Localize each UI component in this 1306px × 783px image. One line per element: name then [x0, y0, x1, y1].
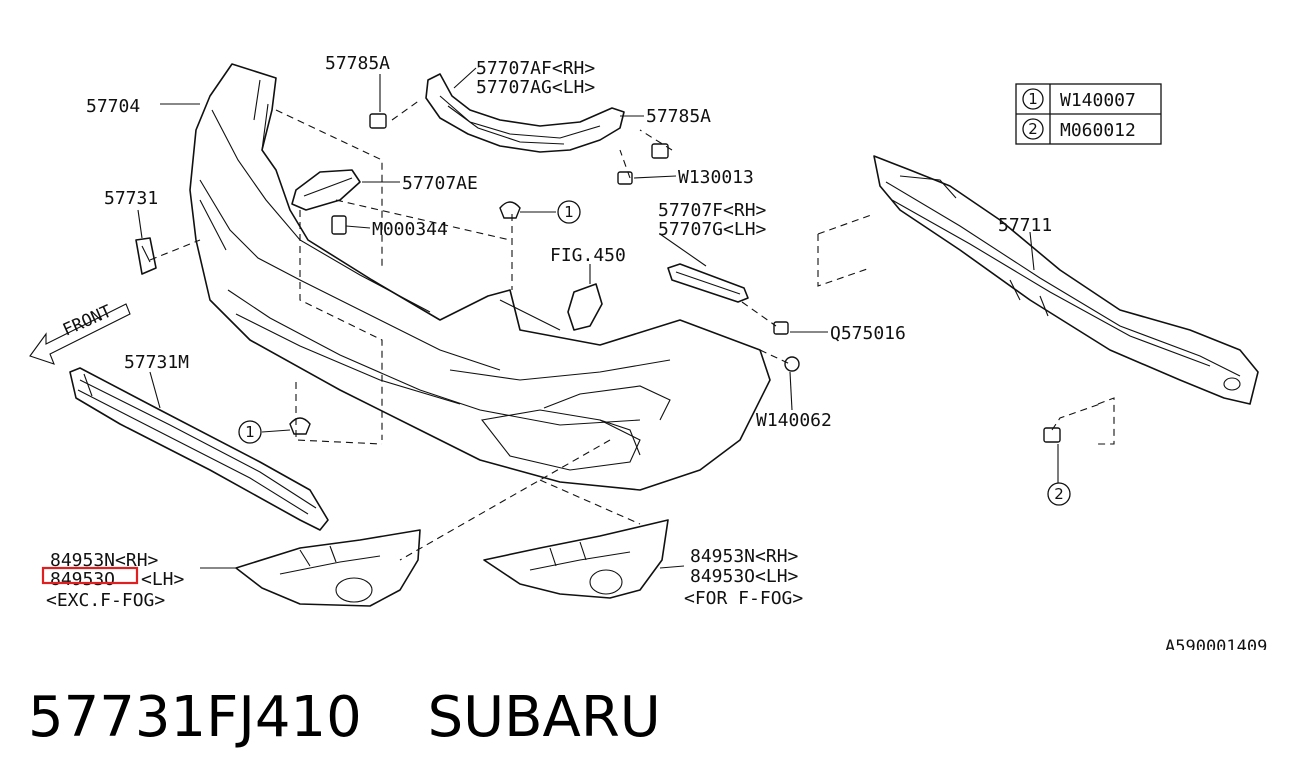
label-57711: 57711: [998, 215, 1052, 236]
label-w130013: W130013: [678, 167, 754, 188]
bracket-57731: [135, 237, 157, 275]
bracket-57707AE: [291, 169, 361, 211]
fog-cover-left: [235, 529, 421, 607]
part-labels: 57704 57785A 57707AF<RH> 57707AG<LH> 577…: [41, 53, 1267, 650]
fasteners: [289, 113, 1061, 443]
svg-text:1: 1: [564, 203, 574, 221]
front-arrow: FRONT: [29, 301, 131, 365]
reference-code: A590001409: [1165, 637, 1267, 650]
legend-code-2: M060012: [1060, 120, 1136, 141]
label-84953o-right: 84953O<LH>: [690, 566, 799, 587]
label-84953o-left-number: 84953O: [50, 569, 115, 590]
label-84953n-left: 84953N<RH>: [50, 550, 159, 571]
reinforcement-beam-57711: [873, 155, 1259, 405]
fastener-legend: 1 W140007 2 M060012: [1015, 83, 1162, 145]
fog-cover-right: [483, 519, 669, 599]
hidden-lines: [149, 99, 1115, 561]
label-57707g: 57707G<LH>: [658, 219, 767, 240]
label-57704: 57704: [86, 96, 140, 117]
callout-1-left: 1: [238, 420, 262, 444]
label-57731m: 57731M: [124, 352, 189, 373]
legend-row-2: 2 M060012: [1022, 118, 1136, 141]
legend-row-1: 1 W140007: [1022, 88, 1136, 111]
label-w140062: W140062: [756, 410, 832, 431]
label-57785a-top: 57785A: [325, 53, 390, 74]
highlight-box: [41, 566, 139, 585]
label-57707f: 57707F<RH>: [658, 200, 767, 221]
svg-text:2: 2: [1028, 120, 1038, 138]
svg-text:1: 1: [1028, 90, 1038, 108]
label-57707ae: 57707AE: [402, 173, 478, 194]
parts-diagram: FRONT 57704 57785A 57707AF<RH> 57707AG<L…: [29, 53, 1267, 650]
label-84953o-left-suffix: <LH>: [141, 569, 185, 590]
label-57785a-right: 57785A: [646, 106, 711, 127]
leader-lines: [137, 67, 1059, 569]
fig450-part: [567, 283, 603, 331]
front-label: FRONT: [60, 301, 115, 340]
brand-name: SUBARU: [427, 685, 661, 750]
label-fig450: FIG.450: [550, 245, 626, 266]
legend-code-1: W140007: [1060, 90, 1136, 111]
callout-2-bottom: 2: [1047, 482, 1071, 506]
label-for-ffog: <FOR F-FOG>: [684, 588, 803, 609]
label-57707af: 57707AF<RH>: [476, 58, 595, 79]
label-57707ag: 57707AG<LH>: [476, 77, 595, 98]
part-number: 57731FJ410: [28, 685, 362, 750]
bumper-cover-57704: [189, 63, 771, 491]
upper-bracket-57707AF: [425, 73, 625, 153]
callout-1-top: 1: [557, 200, 581, 224]
lower-grille-57731M: [69, 367, 329, 531]
label-exc-ffog: <EXC.F-FOG>: [46, 590, 165, 611]
side-bracket-57707F: [667, 263, 749, 303]
svg-text:2: 2: [1054, 485, 1064, 503]
svg-text:1: 1: [245, 423, 255, 441]
label-84953n-right: 84953N<RH>: [690, 546, 799, 567]
label-q575016: Q575016: [830, 323, 906, 344]
label-57731: 57731: [104, 188, 158, 209]
footer-title: 57731FJ410 SUBARU: [28, 682, 661, 762]
label-m000344: M000344: [372, 219, 448, 240]
